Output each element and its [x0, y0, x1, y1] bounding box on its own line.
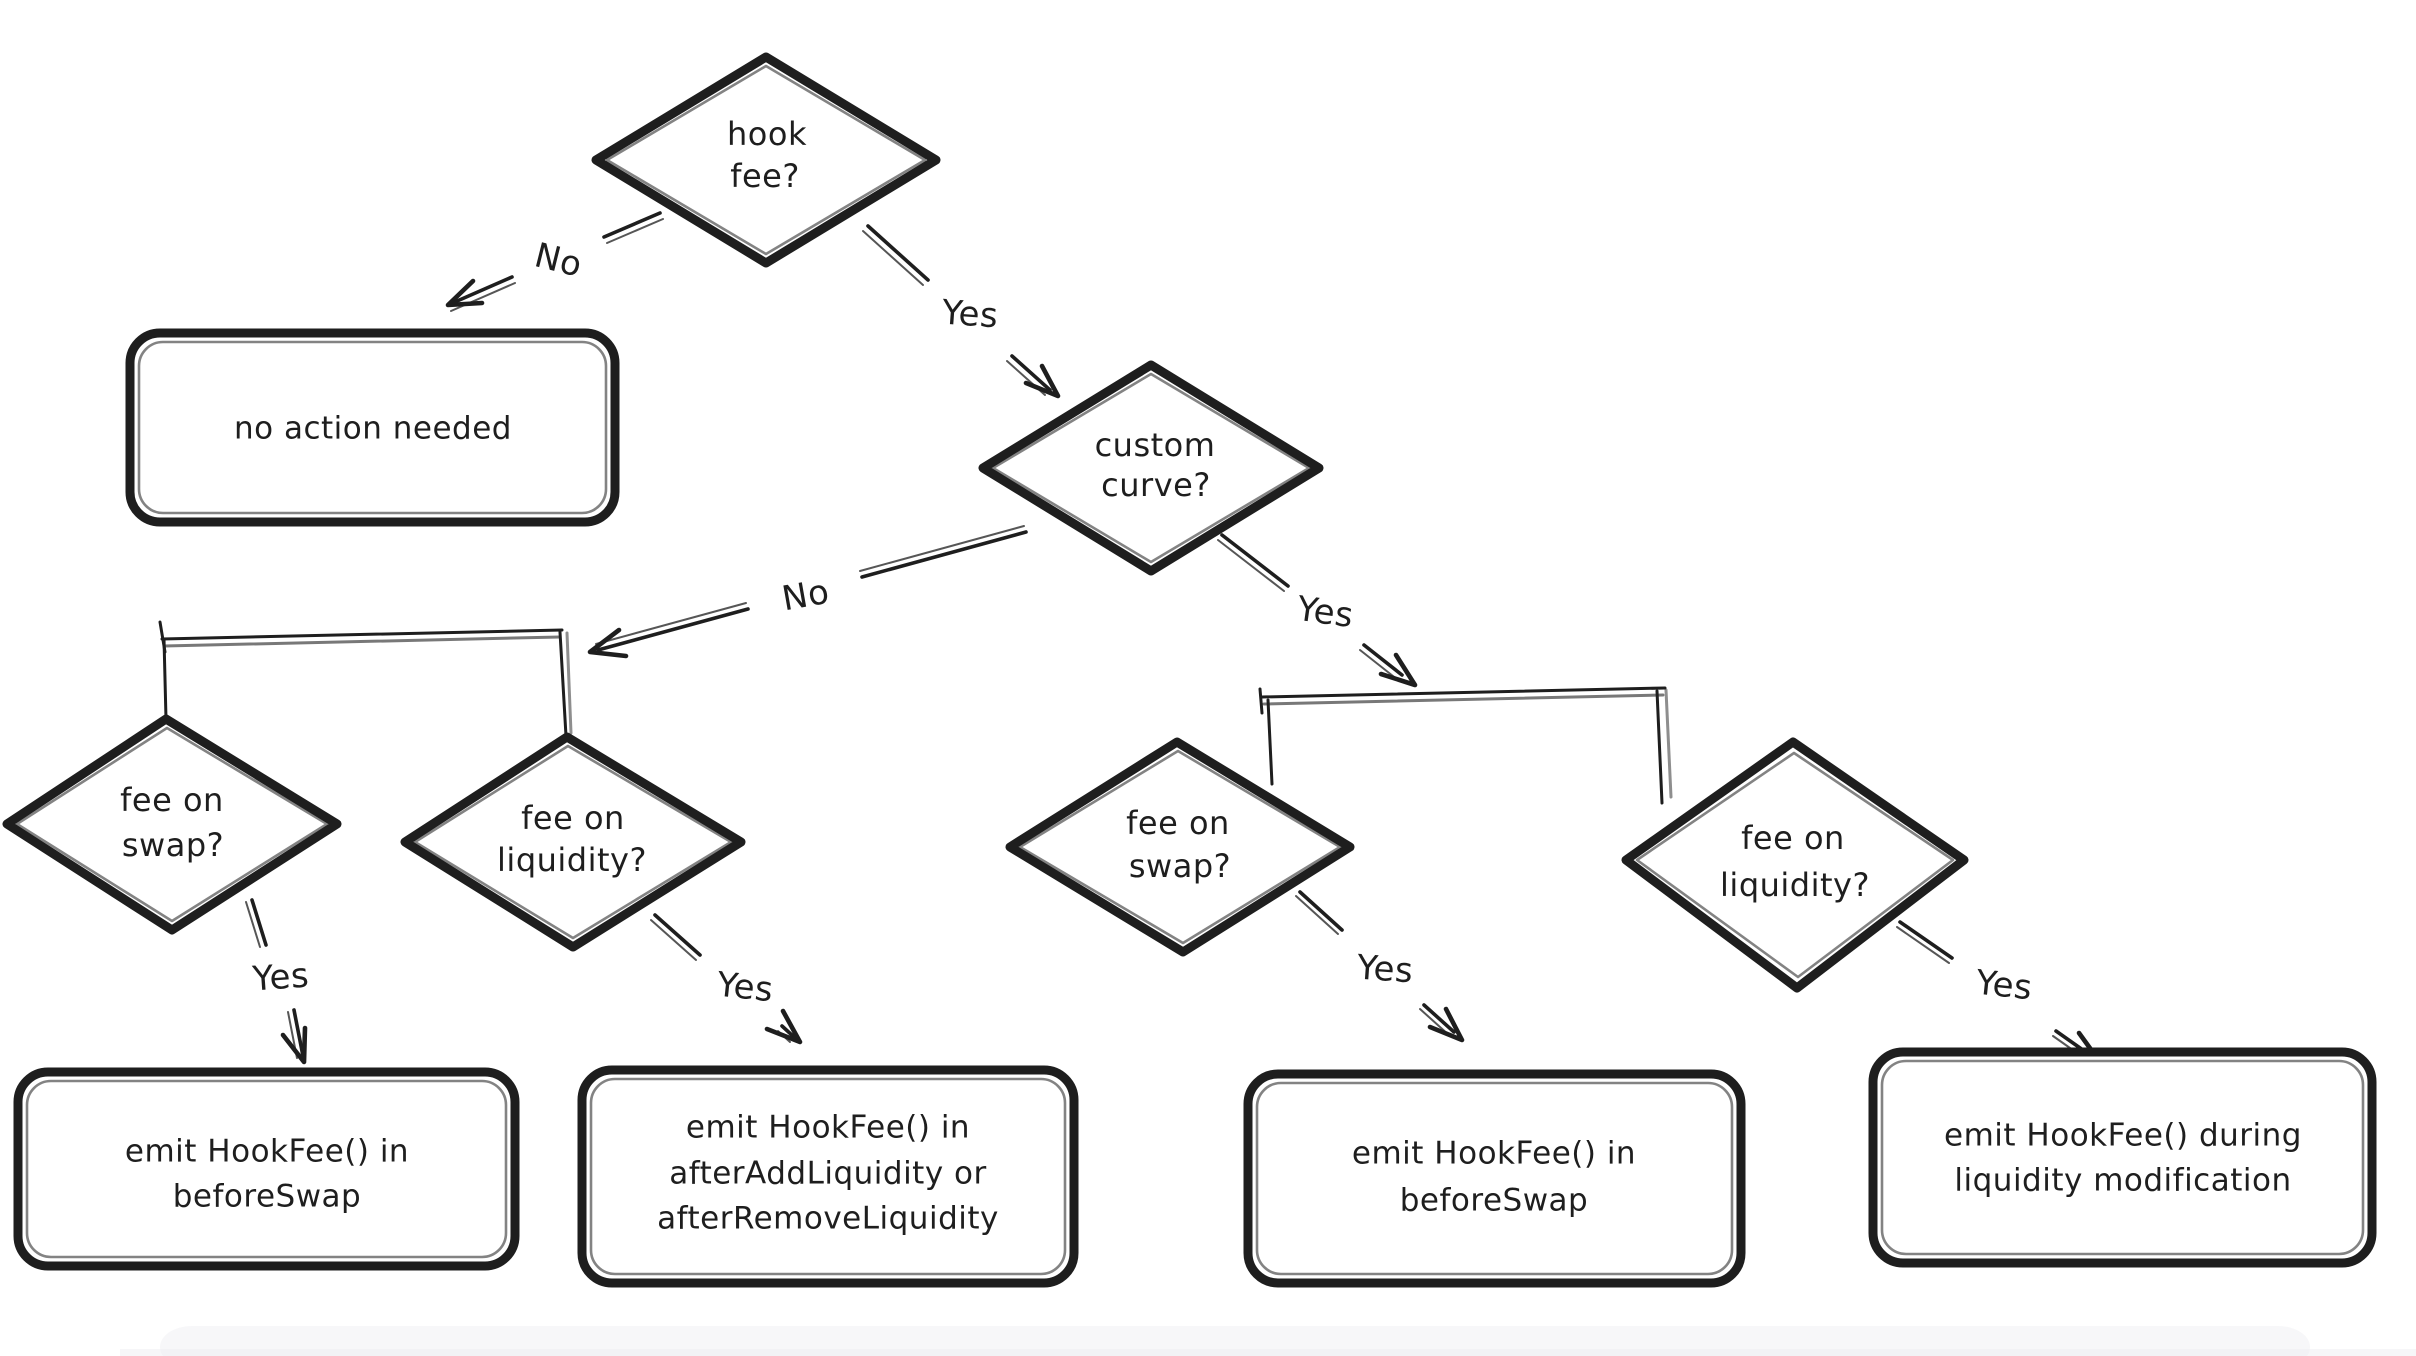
node-label: fee on — [1741, 819, 1845, 857]
node-emit-beforeswap-right: emit HookFee() in beforeSwap — [1243, 1069, 1746, 1288]
edge-labels-layer: No Yes No Yes Yes Yes Yes Yes — [250, 235, 2034, 1010]
edges-layer — [158, 211, 2103, 1065]
right-split-bracket — [1258, 686, 1673, 805]
node-fee-on-swap-left: fee on swap? — [2, 714, 342, 935]
edge-fee-swap-left-yes — [245, 898, 308, 1065]
node-fee-on-swap-right: fee on swap? — [1005, 737, 1355, 957]
node-label: emit HookFee() in — [686, 1110, 970, 1146]
edge-label-yes: Yes — [1294, 589, 1356, 637]
node-hook-fee: hook fee? — [591, 52, 941, 268]
node-label: afterRemoveLiquidity — [657, 1201, 999, 1237]
edge-label-yes: Yes — [714, 965, 775, 1011]
rounded-box-shape — [125, 328, 620, 527]
edge-custom-curve-yes — [1217, 533, 1418, 688]
arrowhead — [445, 278, 485, 308]
arrowhead — [1378, 652, 1418, 688]
node-label: swap? — [1129, 847, 1231, 885]
node-label: beforeSwap — [1400, 1183, 1588, 1219]
edge-label-yes: Yes — [1973, 963, 2034, 1009]
node-emit-beforeswap-left: emit HookFee() in beforeSwap — [13, 1067, 520, 1271]
diamond-shape — [591, 52, 941, 268]
edge-custom-curve-no — [587, 525, 1028, 659]
node-label: emit HookFee() in — [1352, 1136, 1636, 1172]
edge-hook-fee-yes — [862, 224, 1061, 399]
node-label: hook — [727, 115, 807, 153]
node-label: no action needed — [234, 411, 512, 447]
node-label: emit HookFee() in — [125, 1134, 409, 1170]
node-label: fee on — [521, 799, 625, 837]
edge-label-yes: Yes — [1355, 948, 1415, 992]
node-custom-curve: custom curve? — [978, 360, 1324, 576]
diamond-shape — [978, 360, 1324, 576]
node-label: liquidity? — [1720, 866, 1870, 904]
rounded-box-shape — [577, 1065, 1079, 1288]
node-fee-on-liquidity-left: fee on liquidity? — [400, 732, 746, 952]
node-label: curve? — [1101, 466, 1211, 504]
edge-label-yes: Yes — [250, 956, 310, 1000]
node-emit-liquidity-mod: emit HookFee() during liquidity modifica… — [1868, 1047, 2377, 1268]
diamond-shape — [2, 714, 342, 935]
arrowhead — [1023, 363, 1061, 399]
rounded-box-shape — [1243, 1069, 1746, 1288]
edge-fee-liquidity-left-yes — [650, 913, 803, 1045]
node-label: afterAddLiquidity or — [669, 1156, 987, 1192]
arrowhead — [280, 1025, 308, 1065]
node-fee-on-liquidity-right: fee on liquidity? — [1621, 737, 1969, 993]
rounded-box-shape — [1868, 1047, 2377, 1268]
edge-label-no: No — [531, 235, 587, 285]
node-label: custom — [1095, 426, 1216, 464]
node-label: liquidity modification — [1954, 1163, 2291, 1199]
edge-label-no: No — [779, 572, 832, 620]
node-emit-afterliquidity: emit HookFee() in afterAddLiquidity or a… — [577, 1065, 1079, 1288]
left-split-bracket — [158, 620, 573, 738]
edge-hook-fee-no — [445, 211, 664, 312]
node-label: emit HookFee() during — [1944, 1118, 2302, 1154]
node-no-action-needed: no action needed — [125, 328, 620, 527]
node-label: fee on — [120, 781, 224, 819]
diamond-shape — [1005, 737, 1355, 957]
edge-label-yes: Yes — [940, 293, 1000, 337]
node-label: liquidity? — [497, 841, 647, 879]
arrowhead — [587, 627, 629, 659]
node-label: fee? — [730, 157, 800, 195]
arrowhead — [764, 1008, 803, 1045]
nodes-layer: hook fee? no action needed custom curve?… — [2, 52, 2377, 1288]
edge-fee-swap-right-yes — [1295, 890, 1465, 1043]
bottom-panel-shadow — [120, 1326, 2416, 1356]
diamond-shape — [400, 732, 746, 952]
node-label: fee on — [1126, 804, 1230, 842]
rounded-box-shape — [13, 1067, 520, 1271]
node-label: swap? — [122, 826, 224, 864]
node-label: beforeSwap — [173, 1179, 361, 1215]
arrowhead — [1427, 1006, 1465, 1043]
diamond-shape — [1621, 737, 1969, 993]
